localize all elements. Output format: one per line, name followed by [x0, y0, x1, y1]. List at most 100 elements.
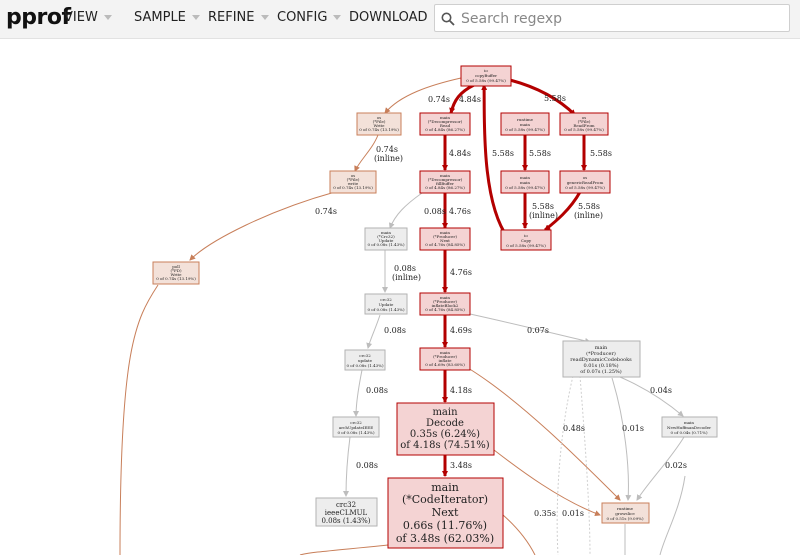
svg-text:(*Producer): (*Producer) — [433, 354, 457, 359]
svg-text:(*Producer): (*Producer) — [433, 299, 457, 304]
node-crc32-ieeeclmul[interactable]: crc32 ieeeCLMUL 0.08s (1.43%) — [315, 497, 378, 527]
menu-view[interactable]: VIEW — [64, 10, 112, 25]
edge-label: 4.76s — [449, 207, 471, 216]
edge-label: 0.04s — [650, 386, 672, 395]
edge-io-copybuffer-loop — [481, 84, 510, 239]
svg-text:0 of 5.58s (99.47%): 0 of 5.58s (99.47%) — [506, 243, 546, 248]
svg-text:main: main — [440, 115, 450, 120]
svg-text:genericReadFrom: genericReadFrom — [567, 180, 604, 185]
svg-text:Write: Write — [170, 272, 182, 277]
menu-refine[interactable]: REFINE — [208, 10, 269, 25]
svg-text:main: main — [381, 230, 391, 235]
node-main-decode[interactable]: main Decode 0.35s (6.24%) of 4.18s (74.5… — [396, 402, 495, 456]
svg-text:inflate: inflate — [439, 358, 453, 363]
svg-text:(*FD): (*FD) — [170, 268, 182, 273]
svg-text:crc32: crc32 — [336, 501, 356, 509]
app-logo[interactable]: pprof — [6, 5, 71, 30]
node-producer-inflateblock2[interactable]: main (*Producer) inflateBlock2 0 of 4.76… — [419, 292, 471, 316]
edge-label: 0.08s — [394, 264, 416, 273]
svg-text:0 of 4.76s (84.85%): 0 of 4.76s (84.85%) — [425, 242, 465, 247]
node-decompressor-read[interactable]: main (*Decompressor) Read 0 of 4.84s (86… — [419, 112, 471, 136]
svg-text:main: main — [432, 407, 458, 418]
svg-text:0.01s (0.18%): 0.01s (0.18%) — [583, 362, 618, 369]
svg-text:0 of 0.74s (13.19%): 0 of 0.74s (13.19%) — [156, 276, 196, 281]
chevron-down-icon — [191, 15, 200, 20]
svg-text:0 of 4.84s (86.27%): 0 of 4.84s (86.27%) — [425, 185, 465, 190]
edge-label: 4.76s — [450, 268, 472, 277]
edge-label: (inline) — [574, 211, 603, 220]
svg-text:0 of 5.58s (99.47%): 0 of 5.58s (99.47%) — [565, 185, 605, 190]
edge-generic-iocopy — [544, 191, 582, 232]
svg-text:main: main — [440, 295, 450, 300]
svg-text:0 of 5.58s (99.47%): 0 of 5.58s (99.47%) — [466, 78, 506, 83]
node-producer-next[interactable]: main (*Producer) Next 0 of 4.76s (84.85%… — [419, 227, 471, 251]
svg-text:os: os — [377, 115, 381, 120]
node-runtime-main[interactable]: runtime main 0 of 5.58s (99.47%) — [500, 112, 550, 136]
svg-text:main: main — [440, 350, 450, 355]
svg-text:0 of 5.58s (99.47%): 0 of 5.58s (99.47%) — [505, 127, 545, 132]
edge-dotted-left — [556, 375, 574, 555]
node-main-main[interactable]: main main 0 of 5.58s (99.47%) — [500, 170, 550, 194]
node-new-huffman-decoder[interactable]: main NewHuffmanDecoder 0 of 0.04s (0.71%… — [661, 416, 718, 438]
call-graph[interactable]: 0.74s 4.84s 5.58s 0.74s (inline) 4.84s 5… — [0, 39, 800, 555]
svg-text:(*CodeIterator): (*CodeIterator) — [402, 493, 488, 506]
svg-text:crc32: crc32 — [380, 297, 392, 302]
search-input[interactable] — [459, 8, 783, 30]
edge-label: 0.08s — [424, 207, 446, 216]
edge-label: 0.74s — [428, 95, 450, 104]
node-file-readfrom[interactable]: os (*File) ReadFrom 0 of 5.58s (99.47%) — [559, 112, 609, 136]
node-generic-readfrom[interactable]: os genericReadFrom 0 of 5.58s (99.47%) — [559, 170, 611, 194]
edge-label: 0.74s — [376, 145, 398, 154]
menu-sample[interactable]: SAMPLE — [134, 10, 200, 25]
edge-copybuffer-filewrite — [384, 77, 462, 114]
edge-label: (inline) — [529, 211, 558, 220]
edge-label: 0.08s — [356, 461, 378, 470]
node-crc32-update[interactable]: crc32 Update 0 of 0.08s (1.43%) — [364, 293, 408, 315]
edge-label: 5.58s — [492, 149, 514, 158]
edge-label: 5.58s — [578, 202, 600, 211]
chevron-down-icon — [333, 15, 342, 20]
node-runtime-growslice[interactable]: runtime growslice 0 of 0.51s (9.09%) — [601, 502, 650, 524]
svg-text:(*File): (*File) — [578, 119, 591, 124]
node-producer-inflate[interactable]: main (*Producer) inflate 0 of 4.69s (83.… — [419, 347, 471, 371]
svg-text:0 of 5.58s (99.47%): 0 of 5.58s (99.47%) — [505, 185, 545, 190]
edge-dotted-right — [579, 375, 591, 555]
svg-text:0 of 0.08s (1.43%): 0 of 0.08s (1.43%) — [337, 430, 374, 435]
svg-text:Write: Write — [373, 123, 385, 128]
edge-label: 0.01s — [562, 509, 584, 518]
svg-text:0 of 0.51s (9.09%): 0 of 0.51s (9.09%) — [606, 516, 643, 521]
node-read-dynamic-codebooks[interactable]: main (*Producer) readDynamicCodebooks 0.… — [562, 340, 641, 378]
node-os-file-write[interactable]: os (*File) Write 0 of 0.74s (13.19%) — [356, 112, 402, 136]
svg-text:update: update — [358, 358, 373, 363]
node-os-file-write-lc[interactable]: os (*File) write 0 of 0.74s (13.19%) — [329, 170, 377, 194]
svg-text:of 0.07s (1.25%): of 0.07s (1.25%) — [580, 368, 622, 375]
node-decompressor-fillbuffer[interactable]: main (*Decompressor) fillBuffer 0 of 4.8… — [419, 170, 471, 194]
svg-text:crc32: crc32 — [359, 353, 371, 358]
edge-newhuffman-growslice — [636, 436, 685, 501]
svg-text:Update: Update — [379, 302, 394, 307]
edge-decode-growslice — [493, 449, 601, 517]
edge-label: 0.02s — [665, 461, 687, 470]
node-crc32-update-method[interactable]: main (*Crc32) Update 0 of 0.08s (1.43%) — [364, 227, 408, 251]
edge-codebooks-newhuffman — [619, 376, 684, 417]
menu-config[interactable]: CONFIG — [277, 10, 342, 25]
svg-text:Next: Next — [440, 238, 450, 243]
svg-text:Decode: Decode — [426, 418, 464, 429]
top-bar: pprof VIEW SAMPLE REFINE CONFIG DOWNLOAD — [0, 0, 800, 39]
node-code-iterator-next[interactable]: main (*CodeIterator) Next 0.66s (11.76%)… — [387, 477, 504, 549]
search-icon — [441, 12, 455, 26]
svg-text:Update: Update — [379, 238, 394, 243]
svg-text:write: write — [348, 181, 359, 186]
node-io-copy[interactable]: io Copy 0 of 5.58s (99.47%) — [500, 229, 552, 251]
edge-fill-crc32m — [388, 192, 423, 229]
edge-inflate-codebooks — [469, 313, 591, 344]
svg-text:main: main — [520, 122, 530, 127]
menu-download[interactable]: DOWNLOAD — [349, 10, 428, 25]
edge-label: 5.58s — [532, 202, 554, 211]
edge-filewritelc-pollwrite — [189, 191, 336, 261]
search-box[interactable] — [434, 4, 790, 32]
node-crc32-archupdateieee[interactable]: crc32 archUpdateIEEE 0 of 0.08s (1.43%) — [332, 416, 380, 438]
node-io-copybuffer[interactable]: io copyBuffer 0 of 5.58s (99.47%) — [460, 65, 512, 87]
node-crc32-update-lc[interactable]: crc32 update 0 of 0.08s (1.43%) — [344, 349, 386, 371]
node-poll-fd-write[interactable]: poll (*FD) Write 0 of 0.74s (13.19%) — [152, 261, 200, 285]
